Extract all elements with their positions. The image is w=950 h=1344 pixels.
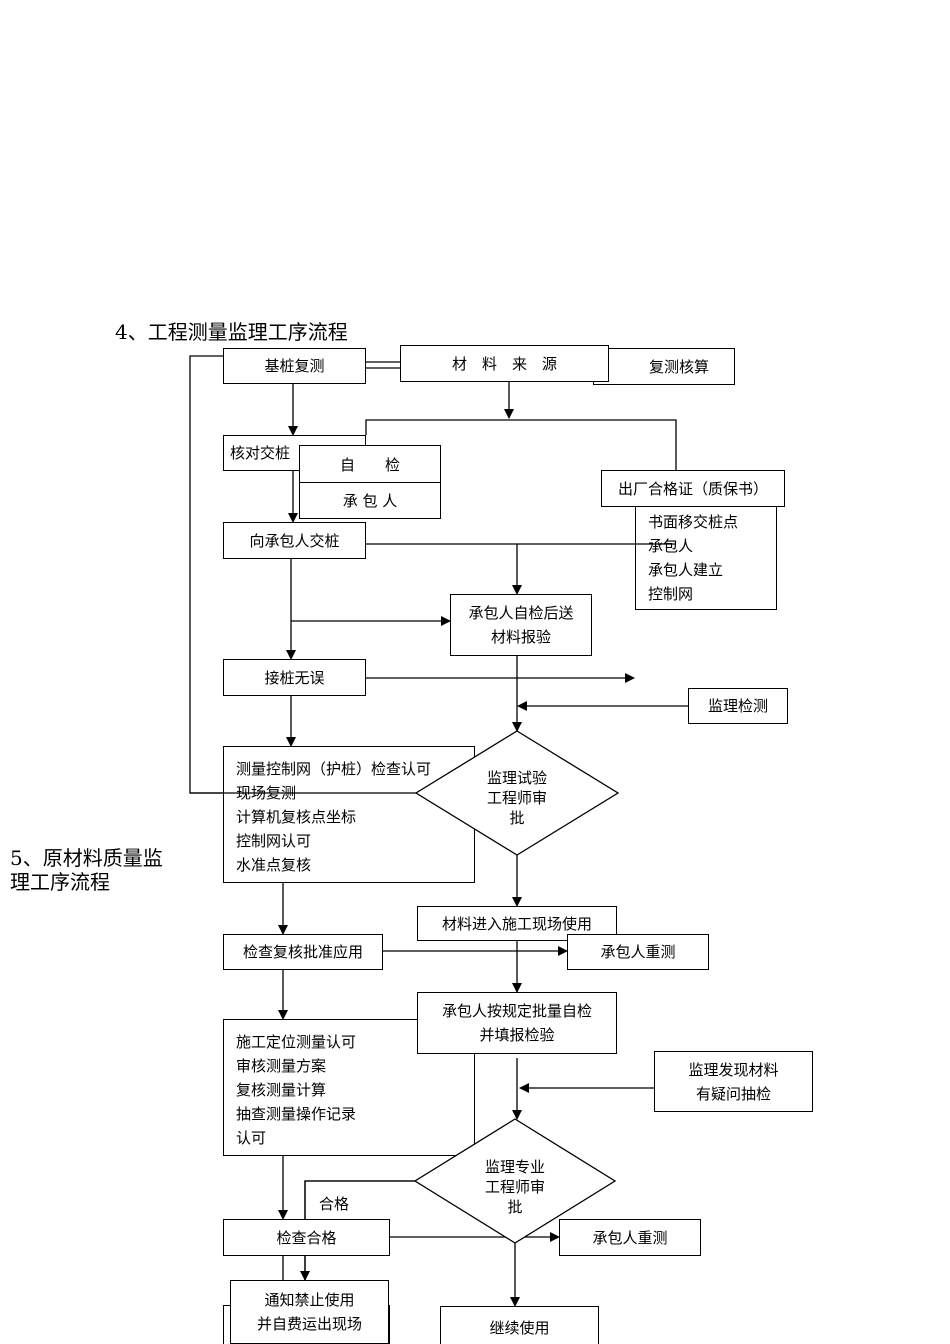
forbid-use-box: 通知禁止使用并自费运出现场 bbox=[230, 1280, 389, 1344]
text-line: 工程师审 bbox=[484, 1178, 545, 1196]
label: 材料报验 bbox=[490, 628, 551, 646]
text-line: 批 bbox=[507, 1198, 523, 1216]
text-line: 书面移交桩点 bbox=[648, 513, 739, 531]
material-source-box: 材 料 来 源 bbox=[400, 345, 609, 382]
text-line: 承包人 bbox=[648, 537, 694, 555]
label: 承包人重测 bbox=[600, 943, 676, 961]
doubt-sampling-box: 监理发现材料有疑问抽检 bbox=[654, 1051, 813, 1112]
label: 承包人自检后送 bbox=[468, 604, 574, 622]
text-line: 抽查测量操作记录 bbox=[236, 1105, 357, 1123]
self-check-label: 自 检 bbox=[300, 446, 440, 483]
label: 监理发现材料 bbox=[688, 1060, 779, 1079]
text-line: 复核测量计算 bbox=[236, 1081, 327, 1099]
label: 材 料 来 源 bbox=[451, 354, 557, 373]
text-line: 现场复测 bbox=[236, 784, 297, 802]
heading-material-flow: 5、原材料质量监理工序流程 bbox=[10, 846, 163, 894]
diamond2-text: 监理专业工程师审批 bbox=[480, 1157, 550, 1217]
check-ok-box: 检查合格 bbox=[223, 1219, 390, 1256]
label: 复测核算 bbox=[648, 357, 709, 376]
label: 通知禁止使用 bbox=[264, 1291, 355, 1309]
label: 并自费运出现场 bbox=[256, 1315, 362, 1333]
text-line: 承包人建立 bbox=[648, 561, 724, 579]
pile-ok-box: 接桩无误 bbox=[223, 659, 366, 696]
base-pile-recheck-box: 基桩复测 bbox=[223, 348, 366, 384]
batch-self-check-box: 承包人按规定批量自检并填报检验 bbox=[417, 992, 617, 1054]
text-line: 水准点复核 bbox=[236, 856, 312, 874]
label: 出厂合格证（质保书） bbox=[617, 479, 768, 498]
text-line: 测量控制网（护桩）检查认可 bbox=[236, 760, 432, 778]
label: 检查复核批准应用 bbox=[242, 943, 363, 961]
handover-box: 向承包人交桩 bbox=[223, 522, 366, 559]
supervisor-test-box: 监理检测 bbox=[688, 688, 788, 724]
retest-box-2: 承包人重测 bbox=[559, 1219, 701, 1256]
label: 有疑问抽检 bbox=[695, 1084, 771, 1103]
retest-box-1: 承包人重测 bbox=[567, 934, 709, 970]
diamond1-text: 监理试验工程师审批 bbox=[482, 768, 552, 828]
text-line: 审核测量方案 bbox=[236, 1057, 327, 1075]
label: 基桩复测 bbox=[264, 357, 325, 375]
label: 继续使用 bbox=[489, 1319, 550, 1337]
label: 核对交桩 bbox=[230, 444, 291, 462]
self-check-box: 自 检 承 包 人 bbox=[299, 445, 441, 519]
label: 检查合格 bbox=[276, 1228, 337, 1247]
control-network-box: 测量控制网（护桩）检查认可 现场复测 计算机复核点坐标 控制网认可 水准点复核 bbox=[223, 746, 475, 883]
label: 承包人按规定批量自检 bbox=[441, 1002, 592, 1020]
send-inspection-box: 承包人自检后送材料报验 bbox=[450, 594, 592, 656]
label: 承包人重测 bbox=[592, 1228, 668, 1247]
contractor-label: 承 包 人 bbox=[342, 492, 398, 510]
certificate-box: 出厂合格证（质保书） bbox=[601, 470, 785, 507]
text-line: 批 bbox=[509, 809, 525, 827]
text-line: 监理试验 bbox=[486, 769, 547, 787]
text-line: 计算机复核点坐标 bbox=[236, 808, 357, 826]
label: 向承包人交桩 bbox=[249, 531, 340, 550]
label: 接桩无误 bbox=[264, 668, 325, 687]
text-line: 控制网认可 bbox=[236, 832, 312, 850]
text-line: 工程师审 bbox=[486, 789, 547, 807]
label: 并填报检验 bbox=[479, 1026, 555, 1044]
hidden-handover-box: 书面移交桩点 承包人 承包人建立 控制网 bbox=[635, 498, 777, 610]
text-line: 控制网 bbox=[648, 585, 694, 603]
pass-label: 合格 bbox=[319, 1195, 350, 1213]
text-line: 施工定位测量认可 bbox=[236, 1033, 357, 1051]
heading-survey-flow: 4、工程测量监理工序流程 bbox=[115, 320, 348, 344]
continue-use-box: 继续使用 bbox=[440, 1306, 599, 1344]
text-line: 认可 bbox=[236, 1129, 267, 1147]
text-line: 监理专业 bbox=[484, 1158, 545, 1176]
check-approve-box: 检查复核批准应用 bbox=[223, 934, 383, 970]
label: 监理检测 bbox=[707, 697, 768, 715]
recheck-calc-box: 复测核算 bbox=[593, 348, 735, 385]
label: 材料进入施工现场使用 bbox=[441, 914, 592, 933]
